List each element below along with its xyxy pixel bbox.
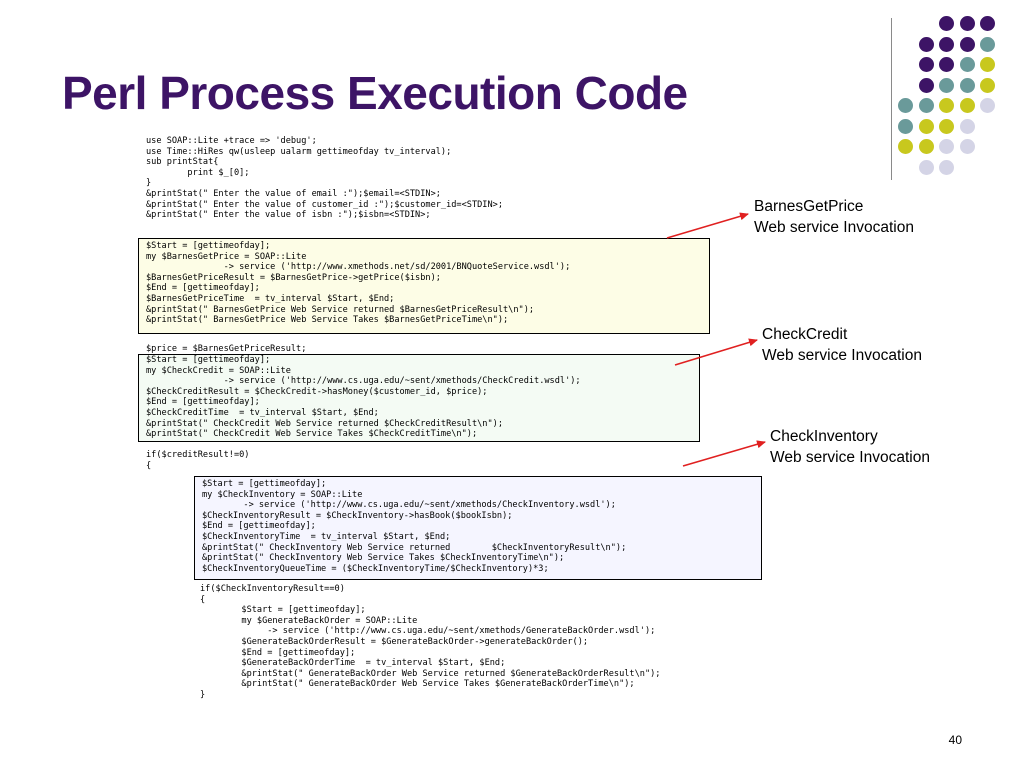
annotation-title: BarnesGetPrice xyxy=(754,198,864,215)
decorative-dot xyxy=(918,159,934,175)
code-box-check-inventory: $Start = [gettimeofday]; my $CheckInvent… xyxy=(194,476,762,580)
divider-line xyxy=(891,18,892,180)
code-box-check-credit: $Start = [gettimeofday]; my $CheckCredit… xyxy=(138,354,700,442)
decorative-dot xyxy=(980,57,995,72)
page-number: 40 xyxy=(948,733,962,747)
decorative-dot xyxy=(980,98,995,113)
decorative-dot xyxy=(898,118,913,134)
code-check-credit: $Start = [gettimeofday]; my $CheckCredit… xyxy=(146,355,581,440)
annotation-subtitle: Web service Invocation xyxy=(770,449,930,466)
decorative-dot xyxy=(959,118,975,134)
decorative-dot xyxy=(939,139,954,154)
annotation-subtitle: Web service Invocation xyxy=(762,347,922,364)
decorative-dot xyxy=(939,98,954,113)
annotation-title: CheckInventory xyxy=(770,428,878,445)
decorative-dot xyxy=(980,77,995,93)
decorative-dot xyxy=(918,118,934,134)
decorative-dot xyxy=(939,77,954,93)
decorative-dot xyxy=(959,77,975,93)
decorative-dot xyxy=(939,36,954,52)
code-check-inventory: $Start = [gettimeofday]; my $CheckInvent… xyxy=(202,479,627,574)
decorative-dot xyxy=(939,159,954,175)
annotation-subtitle: Web service Invocation xyxy=(754,219,914,236)
arrow-barnes xyxy=(666,212,749,239)
decorative-dot xyxy=(959,98,975,113)
decorative-dot xyxy=(939,16,954,31)
annotation-barnes-get-price: BarnesGetPrice Web service Invocation xyxy=(754,196,914,238)
decorative-dot xyxy=(918,139,934,154)
decorative-dot xyxy=(959,139,975,154)
code-if-credit: if($creditResult!=0) { xyxy=(146,450,250,471)
decorative-dot xyxy=(939,118,954,134)
decorative-dot xyxy=(918,98,934,113)
decorative-dot xyxy=(959,36,975,52)
slide-title: Perl Process Execution Code xyxy=(62,67,688,119)
code-generate-back-order: if($CheckInventoryResult==0) { $Start = … xyxy=(200,584,661,700)
decorative-dot xyxy=(918,36,934,52)
code-box-barnes-get-price: $Start = [gettimeofday]; my $BarnesGetPr… xyxy=(138,238,710,334)
code-barnes-get-price: $Start = [gettimeofday]; my $BarnesGetPr… xyxy=(146,241,571,326)
decorative-dot xyxy=(959,16,975,31)
decorative-dot xyxy=(918,57,934,72)
arrow-credit xyxy=(674,338,758,366)
decorative-dot xyxy=(918,77,934,93)
decorative-dot xyxy=(898,139,913,154)
code-price-line: $price = $BarnesGetPriceResult; xyxy=(146,344,307,354)
decorative-dot xyxy=(939,57,954,72)
annotation-check-credit: CheckCredit Web service Invocation xyxy=(762,324,922,366)
code-header: use SOAP::Lite +trace => 'debug'; use Ti… xyxy=(146,136,503,221)
decorative-dot xyxy=(980,36,995,52)
annotation-check-inventory: CheckInventory Web service Invocation xyxy=(770,426,930,468)
decorative-dot xyxy=(898,98,913,113)
decorative-dot xyxy=(959,57,975,72)
arrow-inventory xyxy=(682,440,766,467)
decorative-dot xyxy=(980,16,995,31)
annotation-title: CheckCredit xyxy=(762,326,848,343)
